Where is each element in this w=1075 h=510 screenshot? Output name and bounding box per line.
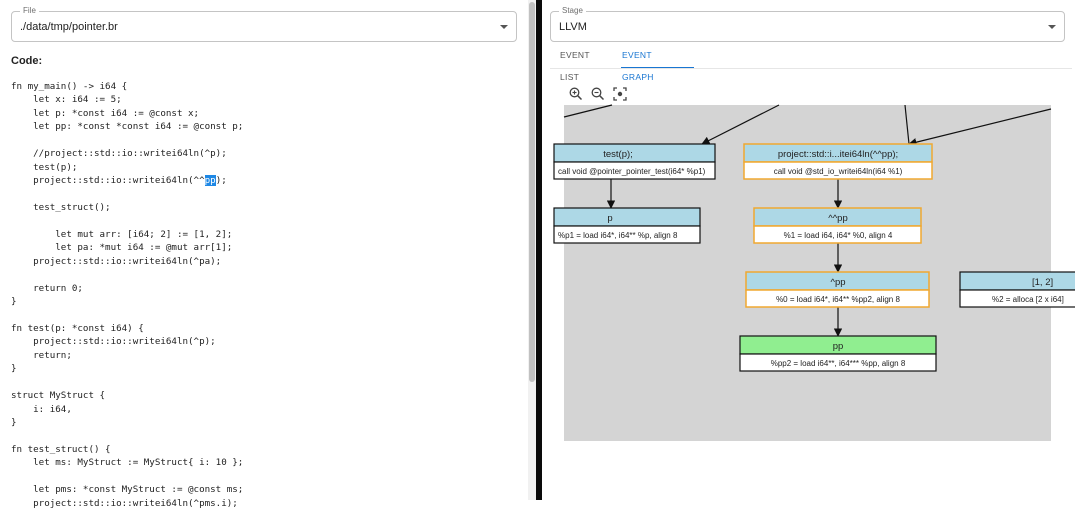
code-line: let ms: MyStruct := MyStruct{ i: 10 }; xyxy=(11,457,244,469)
graph-node-test-body: call void @pointer_pointer_test(i64* %p1… xyxy=(558,167,706,176)
code-line: let mut arr: [i64; 2] := [1, 2]; xyxy=(11,228,233,240)
code-line: let p: *const i64 := @const x; xyxy=(11,107,200,119)
graph-canvas: test(p); call void @pointer_pointer_test… xyxy=(553,104,1075,372)
graph-node-derefderef-body: %1 = load i64, i64* %0, align 4 xyxy=(784,231,893,240)
graph-node-arr[interactable]: [1, 2] %2 = alloca [2 x i64] xyxy=(959,271,1075,308)
graph-node-derefderef-title: ^^pp xyxy=(828,213,847,224)
zoom-in-icon[interactable] xyxy=(568,86,584,102)
file-select-value: ./data/tmp/pointer.br xyxy=(20,21,118,33)
zoom-out-icon[interactable] xyxy=(590,86,606,102)
graph-node-test[interactable]: test(p); call void @pointer_pointer_test… xyxy=(553,143,716,180)
graph-node-p[interactable]: p %p1 = load i64*, i64** %p, align 8 xyxy=(553,207,701,244)
tab-event-graph[interactable]: EVENT GRAPH xyxy=(622,50,654,82)
code-line: project::std::io::writei64ln(^^pp); xyxy=(11,175,227,187)
graph-node-writeln-title: project::std::i...itei64ln(^^pp); xyxy=(778,149,898,160)
graph-node-writeln-body: call void @std_io_writei64ln(i64 %1) xyxy=(774,167,903,176)
event-graph[interactable]: test(p); call void @pointer_pointer_test… xyxy=(553,104,1075,441)
graph-node-arr-title: [1, 2] xyxy=(1032,277,1053,288)
code-line: } xyxy=(11,296,17,307)
fit-screen-icon[interactable] xyxy=(612,86,628,102)
code-pane: File ./data/tmp/pointer.br Code: fn my_m… xyxy=(0,0,528,509)
stage-select-label: Stage xyxy=(559,5,586,17)
graph-node-pp-title: pp xyxy=(833,341,844,352)
graph-edge xyxy=(563,104,613,118)
code-line xyxy=(11,268,243,281)
code-line: //project::std::io::writei64ln(^p); xyxy=(11,148,227,160)
code-line xyxy=(11,188,243,201)
pane-divider[interactable] xyxy=(536,0,542,500)
code-title: Code: xyxy=(11,55,43,67)
code-line: test(p); xyxy=(11,161,78,173)
code-line: let pp: *const *const i64 := @const p; xyxy=(11,121,244,133)
stage-select[interactable]: Stage LLVM xyxy=(550,5,1065,42)
graph-node-p-body: %p1 = load i64*, i64** %p, align 8 xyxy=(558,231,678,240)
chevron-down-icon xyxy=(500,25,508,29)
graph-node-derefderef[interactable]: ^^pp %1 = load i64, i64* %0, align 4 xyxy=(753,207,922,244)
code-line: } xyxy=(11,416,17,428)
code-line: i: i64, xyxy=(11,403,72,415)
code-line xyxy=(11,376,243,389)
code-line: let pms: *const MyStruct := @const ms; xyxy=(11,484,244,496)
code-line: project::std::io::writei64ln(^pa); xyxy=(11,255,222,267)
code-line xyxy=(11,470,243,483)
code-line: let x: i64 := 5; xyxy=(11,94,122,106)
code-line: } xyxy=(11,363,17,375)
code-block[interactable]: fn my_main() -> i64 { let x: i64 := 5; l… xyxy=(11,80,243,510)
graph-node-test-title: test(p); xyxy=(603,149,633,160)
selected-token: pp xyxy=(204,175,216,187)
code-line xyxy=(11,308,243,321)
graph-node-pp-body: %pp2 = load i64**, i64*** %pp, align 8 xyxy=(771,359,906,368)
graph-node-deref[interactable]: ^pp %0 = load i64*, i64** %pp2, align 8 xyxy=(745,271,930,308)
graph-pane: Stage LLVM EVENT LIST EVENT GRAPH xyxy=(542,0,1075,500)
tab-event-list[interactable]: EVENT LIST xyxy=(560,50,590,82)
code-line: test_struct(); xyxy=(11,201,111,213)
file-select[interactable]: File ./data/tmp/pointer.br xyxy=(11,5,517,42)
code-line: return; xyxy=(11,349,72,361)
graph-edge xyxy=(904,104,910,145)
graph-node-p-title: p xyxy=(607,213,612,224)
chevron-down-icon xyxy=(1048,25,1056,29)
code-line: return 0; xyxy=(11,282,83,294)
graph-node-pp[interactable]: pp %pp2 = load i64**, i64*** %pp, align … xyxy=(739,335,937,372)
code-line: let pa: *mut i64 := @mut arr[1]; xyxy=(11,242,233,254)
code-line: fn test(p: *const i64) { xyxy=(11,322,144,334)
code-scrollbar-thumb[interactable] xyxy=(529,2,535,382)
tabs-divider xyxy=(550,68,1072,69)
graph-edge xyxy=(908,108,1052,147)
graph-node-deref-title: ^pp xyxy=(830,277,845,288)
code-line: project::std::io::writei64ln(^p); xyxy=(11,336,216,348)
code-line xyxy=(11,429,243,442)
code-line: project::std::io::writei64ln(^pms.i); xyxy=(11,497,238,509)
file-select-label: File xyxy=(20,5,39,17)
code-line: fn test_struct() { xyxy=(11,443,111,455)
graph-node-writeln[interactable]: project::std::i...itei64ln(^^pp); call v… xyxy=(743,143,933,180)
code-line xyxy=(11,214,243,227)
graph-edge xyxy=(701,104,780,145)
code-line: struct MyStruct { xyxy=(11,390,106,402)
code-line xyxy=(11,134,243,147)
graph-node-arr-body: %2 = alloca [2 x i64] xyxy=(992,295,1064,304)
code-line: fn my_main() -> i64 { xyxy=(11,81,128,92)
graph-node-deref-body: %0 = load i64*, i64** %pp2, align 8 xyxy=(776,295,900,304)
stage-select-value: LLVM xyxy=(559,21,587,33)
